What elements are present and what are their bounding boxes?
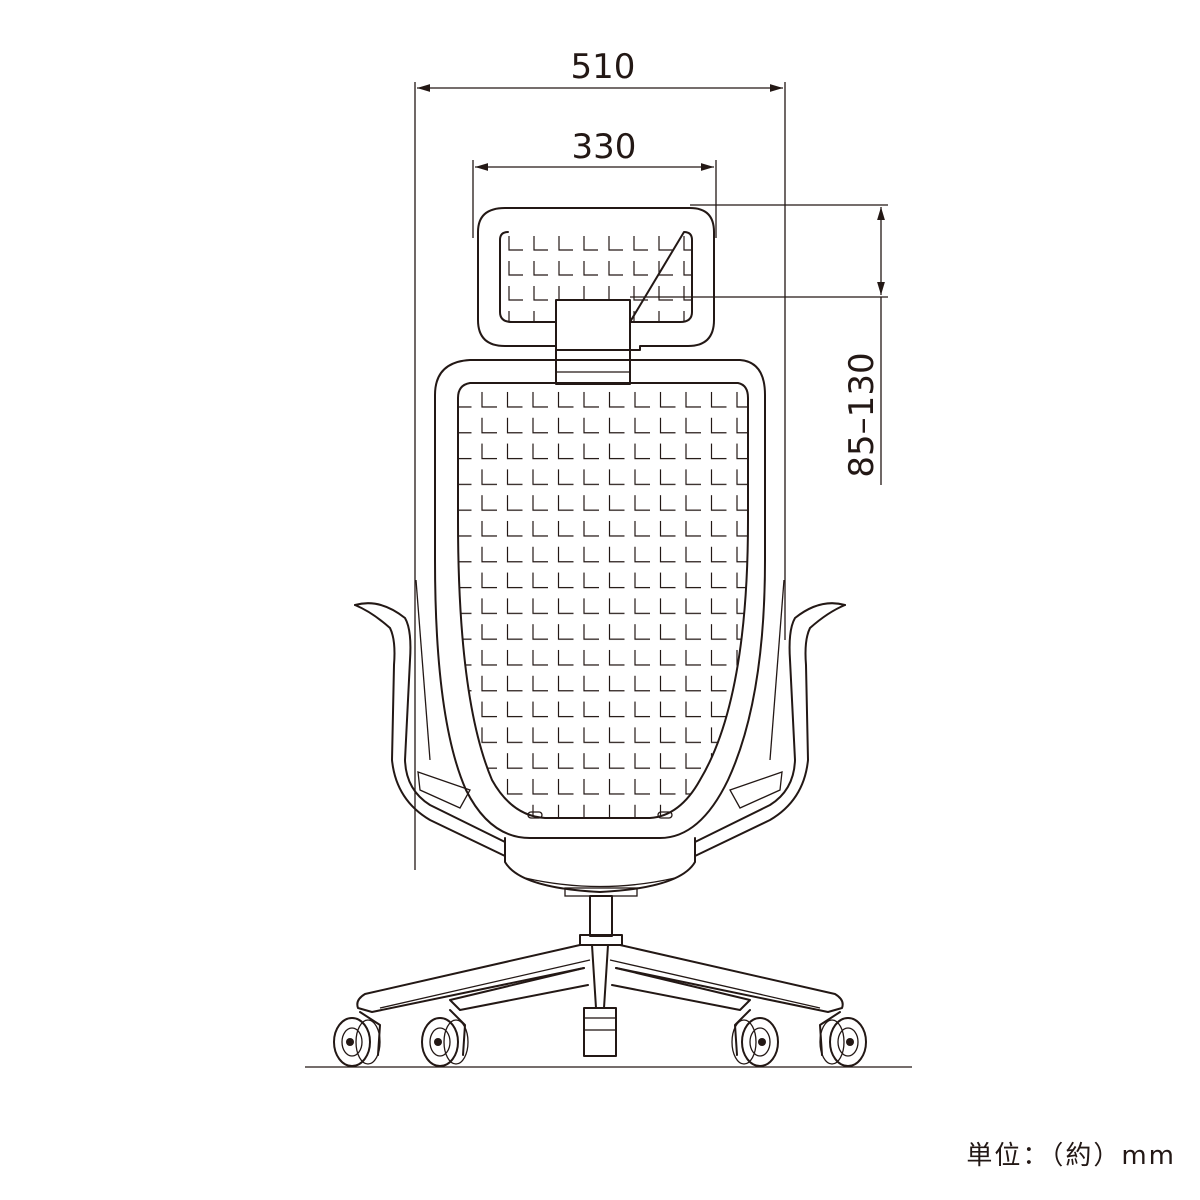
chair-base [356, 944, 844, 1013]
headrest [477, 207, 715, 385]
caster-far-left [333, 1011, 381, 1067]
backrest [415, 359, 785, 839]
armrest-left [354, 602, 506, 857]
caster-far-right [819, 1011, 867, 1067]
armrest-right [694, 602, 846, 857]
overall-width-dimension: 510 [414, 47, 786, 870]
headrest-width-dimension: 330 [472, 127, 717, 238]
seat [504, 837, 696, 897]
unit-label: 単位：（約）mm [966, 1141, 1176, 1171]
overall-width-label: 510 [571, 47, 636, 87]
headrest-width-label: 330 [572, 127, 637, 167]
caster-right [731, 1009, 779, 1067]
headrest-adjust-label: 85–130 [842, 352, 882, 477]
caster-left [421, 1009, 469, 1067]
gas-cylinder [579, 895, 623, 1057]
